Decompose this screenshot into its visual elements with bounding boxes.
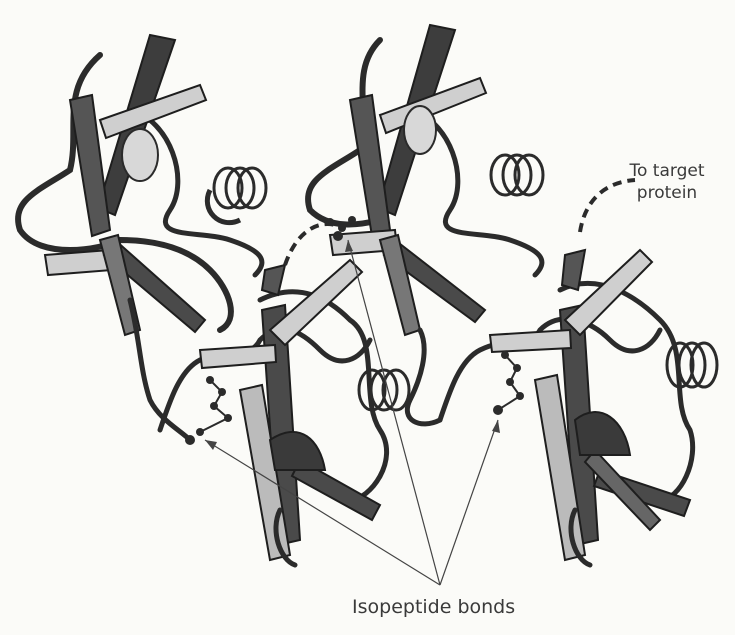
beta-strand <box>200 345 276 368</box>
beta-strand <box>380 235 420 335</box>
sheet-oval <box>404 106 436 154</box>
sheet-oval <box>122 129 158 181</box>
sheet-wedge <box>270 432 325 470</box>
ubiquitin-unit-4 <box>440 250 717 565</box>
ubiquitin-unit-3 <box>308 25 543 424</box>
dashed-linker <box>285 224 335 265</box>
ubiquitin-unit-2 <box>160 260 409 565</box>
to-target-line1: To target <box>612 160 722 182</box>
to-target-protein-label: To target protein <box>612 160 722 204</box>
isopeptide-sidechain <box>185 376 232 445</box>
isopeptide-bonds-label: Isopeptide bonds <box>352 596 515 618</box>
beta-strand <box>490 330 571 352</box>
ubiquitin-unit-1 <box>18 35 266 440</box>
isopeptide-sidechain <box>493 351 524 415</box>
beta-strand <box>45 250 112 275</box>
sheet-wedge <box>575 412 630 455</box>
beta-strand <box>70 95 110 236</box>
alpha-helix <box>491 155 543 195</box>
alpha-helix <box>214 168 266 208</box>
to-target-line2: protein <box>612 182 722 204</box>
